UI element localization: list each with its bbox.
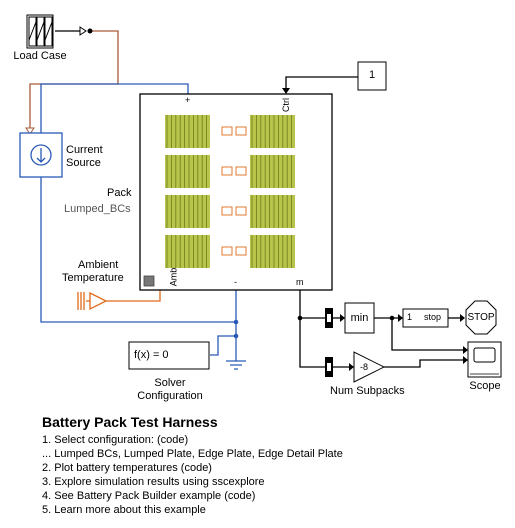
thermal-connector-icon <box>221 166 247 176</box>
pack-label: Pack <box>107 187 132 199</box>
scope-label: Scope <box>469 380 501 392</box>
solver-label-1: Solver <box>154 377 186 389</box>
arrow-into-stop <box>460 314 465 322</box>
description-line-configuration[interactable]: 1. Select configuration: (code) <box>42 434 189 446</box>
electrical-ground[interactable] <box>226 360 246 370</box>
wire-constant-to-ctrl[interactable] <box>285 76 358 90</box>
arrow-into-current <box>25 127 35 135</box>
wire-m-to-lower-mux[interactable] <box>299 318 325 368</box>
ambient-label-1: Ambient <box>78 259 119 271</box>
battery-module <box>250 115 295 148</box>
pack-block[interactable] <box>139 93 333 291</box>
battery-module <box>165 115 210 148</box>
description-line-plot-temperatures[interactable]: 2. Plot battery temperatures (code) <box>42 462 212 474</box>
port-minus-label: - <box>234 277 237 287</box>
thermal-connector-icon <box>221 246 247 256</box>
battery-module <box>165 235 210 268</box>
description-line-pack-builder[interactable]: 4. See Battery Pack Builder example (cod… <box>42 490 256 502</box>
battery-module <box>250 195 295 228</box>
thermal-connector-icon <box>221 206 247 216</box>
description-line-configurations-list[interactable]: ... Lumped BCs, Lumped Plate, Edge Plate… <box>42 448 343 460</box>
wire-ambient-to-pack[interactable] <box>105 288 161 302</box>
solver-block-text: f(x) = 0 <box>134 349 169 361</box>
wire-m-output[interactable] <box>299 290 325 319</box>
stop-block[interactable] <box>465 300 497 335</box>
pack-variant-label: Lumped_BCs <box>64 203 131 215</box>
manual-switch[interactable] <box>87 28 93 34</box>
description-panel: Battery Pack Test Harness 1. Select conf… <box>42 414 502 517</box>
solver-label-2: Configuration <box>137 390 203 402</box>
junction-dot <box>233 333 239 339</box>
thermal-connector-icon <box>221 126 247 136</box>
load-case-block[interactable] <box>26 14 54 49</box>
description-title: Battery Pack Test Harness <box>42 414 218 430</box>
port-plus-label: + <box>185 95 191 105</box>
wire-min-to-scope[interactable] <box>391 318 465 351</box>
wire-current-to-minus[interactable] <box>40 177 236 323</box>
constant-value: 1 <box>368 69 376 81</box>
description-line-sscexplore[interactable]: 3. Explore simulation results using ssce… <box>42 476 265 488</box>
current-source-block[interactable] <box>19 132 63 178</box>
compare-block[interactable] <box>402 308 449 328</box>
selector-block-upper[interactable] <box>325 308 333 328</box>
compare-text-2: stop <box>424 312 442 322</box>
arrow-into-min <box>340 314 345 322</box>
min-text: min <box>350 312 369 324</box>
battery-module <box>250 235 295 268</box>
constant-block[interactable] <box>357 61 387 91</box>
battery-module <box>165 155 210 188</box>
wire-current-to-pack-plus[interactable] <box>40 83 189 133</box>
min-block[interactable] <box>344 302 375 334</box>
num-subpacks-label: Num Subpacks <box>330 385 405 397</box>
scope-block[interactable] <box>467 341 502 378</box>
current-source-label-2: Source <box>66 157 101 169</box>
port-m-label: m <box>296 277 304 287</box>
wire-solver-to-bus[interactable] <box>210 335 236 356</box>
arrow-into-scope-2 <box>463 356 468 364</box>
arrow-into-switch <box>79 26 87 36</box>
stop-text: STOP <box>467 312 495 323</box>
ambient-label-2: Temperature <box>62 272 124 284</box>
port-amb-label: Amb <box>168 267 179 287</box>
junction-dot <box>233 319 239 325</box>
battery-module <box>165 195 210 228</box>
wire-gain-to-scope[interactable] <box>384 359 465 368</box>
description-line-learn-more[interactable]: 5. Learn more about this example <box>42 504 206 516</box>
selector-block-lower[interactable] <box>325 357 333 377</box>
arrow-into-gain <box>349 363 354 371</box>
gain-block[interactable] <box>353 351 386 383</box>
junction-dot <box>389 315 395 321</box>
solver-configuration-block[interactable] <box>128 341 210 370</box>
arrow-into-scope-1 <box>463 346 468 354</box>
battery-module <box>250 155 295 188</box>
ambient-temperature-block[interactable] <box>77 291 108 311</box>
junction-dot <box>297 315 303 321</box>
gain-value: -8 <box>360 362 369 372</box>
arrow-into-pack-ctrl <box>282 88 290 94</box>
current-source-label-1: Current <box>66 144 103 156</box>
load-case-label: Load Case <box>13 50 67 62</box>
arrow-into-compare <box>398 314 403 322</box>
port-ctrl-label: Ctrl <box>281 98 291 112</box>
compare-text-1: 1 <box>407 312 413 322</box>
